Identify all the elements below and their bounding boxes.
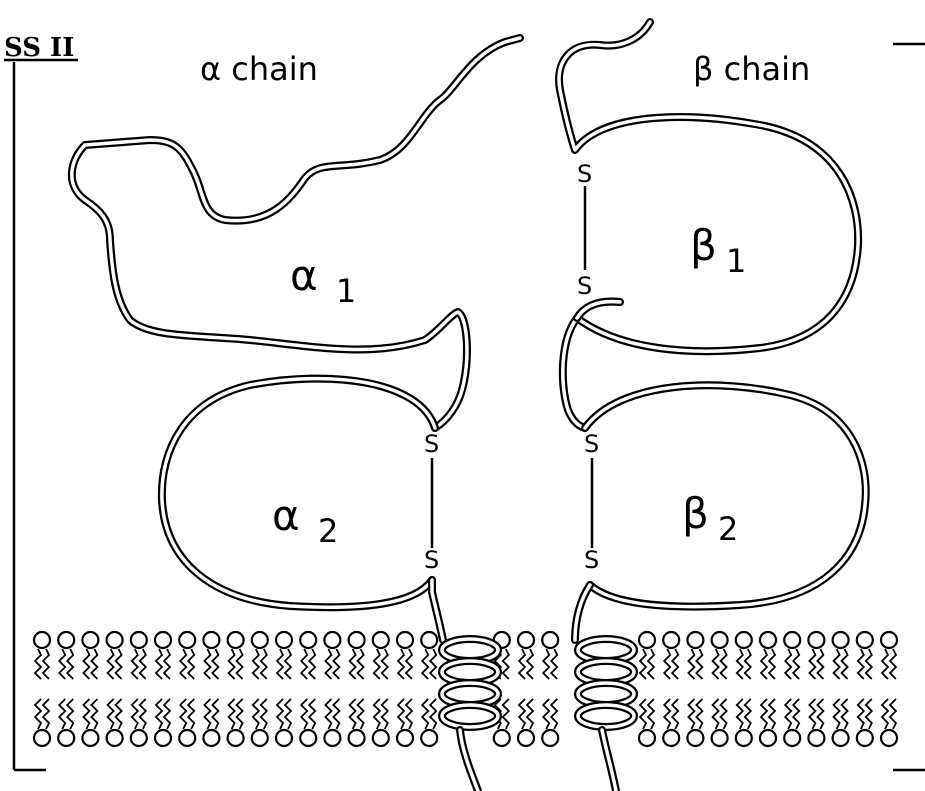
lipid-lower-16 (421, 699, 437, 746)
beta-chain (559, 22, 866, 640)
lipid-upper-7 (203, 632, 219, 679)
lipid-lower-11 (300, 699, 316, 746)
beta2-domain-outline-inner (585, 385, 866, 606)
lipid-upper-12 (324, 632, 340, 679)
alpha2-subscript: 2 (318, 512, 338, 550)
beta-chain-title: β chain (693, 50, 810, 88)
disulfide-bonds (432, 186, 592, 548)
lipid-upper-8 (228, 632, 244, 679)
lipid-lower-25 (639, 699, 655, 746)
lipid-lower-27 (687, 699, 703, 746)
domain-label-alpha1: α 1 (290, 251, 356, 310)
lipid-upper-4 (131, 632, 147, 679)
s-label-alpha2-bottom: S (424, 546, 439, 574)
lipid-upper-11 (300, 632, 316, 679)
lipid-upper-27 (687, 632, 703, 679)
lipid-lower-32 (808, 699, 824, 746)
disulfide-labels: S S S S S S (424, 160, 599, 574)
lipid-lower-29 (736, 699, 752, 746)
lipid-lower-3 (107, 699, 123, 746)
lipid-upper-21 (542, 632, 558, 679)
domain-label-beta1: β 1 (690, 221, 746, 280)
beta-connecting-loop (563, 318, 585, 428)
lipid-lower-20 (518, 699, 534, 746)
lipid-lower-1 (58, 699, 74, 746)
alpha1-subscript: 1 (336, 272, 356, 310)
lipid-lower-12 (324, 699, 340, 746)
alpha-transmembrane-helix (442, 639, 498, 727)
alpha2-greek: α (272, 491, 300, 540)
beta1-subscript: 1 (726, 242, 746, 280)
lipid-upper-28 (712, 632, 728, 679)
lipid-lower-14 (373, 699, 389, 746)
s-label-alpha2-top: S (424, 430, 439, 458)
corner-label: SS II (4, 33, 74, 63)
lipid-upper-34 (857, 632, 873, 679)
lipid-lower-30 (760, 699, 776, 746)
s-label-beta2-bottom: S (584, 546, 599, 574)
beta-transmembrane-helix (578, 639, 634, 727)
lipid-upper-25 (639, 632, 655, 679)
left-bracket (4, 60, 78, 770)
lipid-upper-2 (82, 632, 98, 679)
cytoplasmic-tails (460, 730, 616, 791)
beta2-domain-outline (585, 385, 866, 606)
lipid-upper-5 (155, 632, 171, 679)
lipid-upper-1 (58, 632, 74, 679)
lipid-lower-0 (34, 699, 50, 746)
lipid-upper-35 (881, 632, 897, 679)
lipid-upper-33 (833, 632, 849, 679)
lipid-upper-26 (663, 632, 679, 679)
alpha1-domain-outline-inner (72, 38, 520, 428)
lipid-lower-33 (833, 699, 849, 746)
beta2-greek: β (682, 489, 709, 538)
lipid-lower-26 (663, 699, 679, 746)
lipid-lower-31 (784, 699, 800, 746)
lipid-upper-32 (808, 632, 824, 679)
lipid-lower-13 (349, 699, 365, 746)
domain-label-beta2: β 2 (682, 489, 738, 548)
s-label-beta1-top: S (577, 160, 592, 188)
lipid-upper-29 (736, 632, 752, 679)
s-label-beta2-top: S (584, 430, 599, 458)
right-corner-marks (893, 44, 925, 770)
beta1-greek: β (690, 221, 717, 270)
lipid-lower-8 (228, 699, 244, 746)
lipid-lower-6 (179, 699, 195, 746)
lipid-lower-7 (203, 699, 219, 746)
lipid-lower-9 (252, 699, 268, 746)
lipid-lower-5 (155, 699, 171, 746)
alpha1-domain-outline (72, 38, 520, 428)
lipid-lower-2 (82, 699, 98, 746)
alpha1-greek: α (290, 251, 318, 300)
lipid-upper-20 (518, 632, 534, 679)
lipid-lower-10 (276, 699, 292, 746)
lipid-upper-31 (784, 632, 800, 679)
lipid-lower-28 (712, 699, 728, 746)
lipid-upper-30 (760, 632, 776, 679)
lipid-lower-34 (857, 699, 873, 746)
alpha-chain (72, 38, 520, 640)
lipid-upper-13 (349, 632, 365, 679)
lipid-upper-6 (179, 632, 195, 679)
beta-cytoplasmic-tail-inner (602, 730, 616, 791)
lipid-upper-3 (107, 632, 123, 679)
lipid-lower-15 (397, 699, 413, 746)
lipid-upper-15 (397, 632, 413, 679)
lipid-upper-9 (252, 632, 268, 679)
lipid-lower-4 (131, 699, 147, 746)
lipid-lower-35 (881, 699, 897, 746)
lipid-lower-21 (542, 699, 558, 746)
lipid-upper-0 (34, 632, 50, 679)
lipid-upper-10 (276, 632, 292, 679)
domain-label-alpha2: α 2 (272, 491, 338, 550)
s-label-beta1-bottom: S (577, 272, 592, 300)
beta2-subscript: 2 (718, 510, 738, 548)
lipid-upper-16 (421, 632, 437, 679)
lipid-upper-14 (373, 632, 389, 679)
alpha-chain-title: α chain (200, 50, 318, 88)
